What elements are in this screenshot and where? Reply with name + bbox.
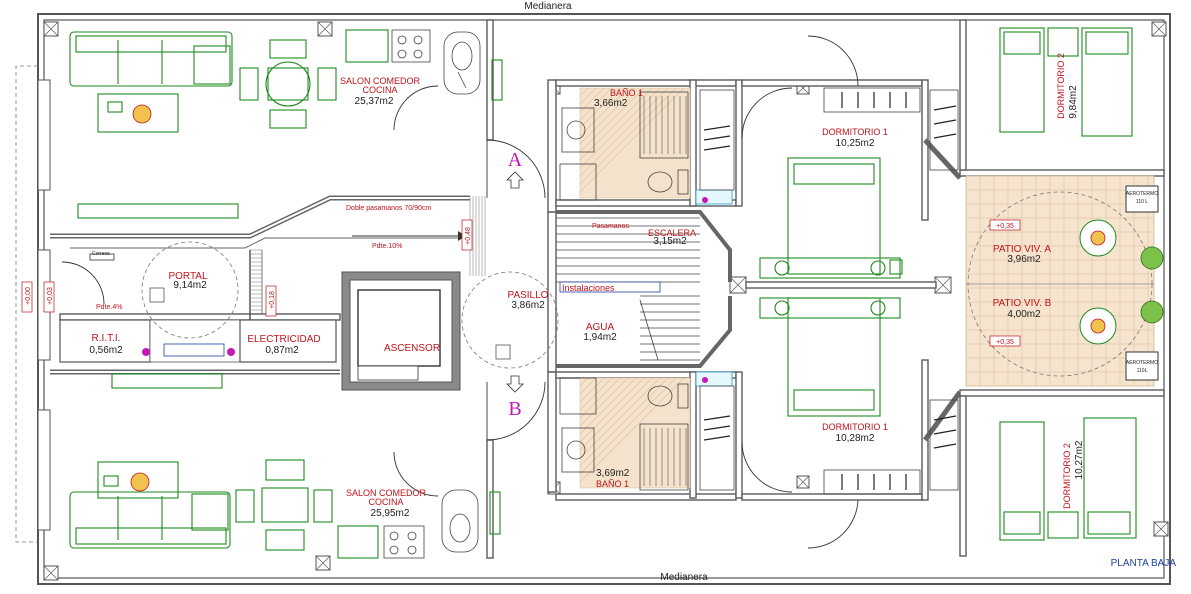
escalera-area: 3,15m2	[653, 236, 687, 247]
wardrobes	[699, 87, 959, 495]
dorm2-beds	[999, 27, 1137, 541]
bottom-border-label: Medianera	[660, 572, 708, 583]
dorm2-a-name: DORMITORIO 2	[1056, 53, 1066, 119]
dorm1-b-name: DORMITORIO 1	[822, 422, 888, 432]
salon-a-area: 25,37m2	[355, 96, 394, 107]
dorm2-b-name: DORMITORIO 2	[1062, 443, 1072, 509]
portal-name: PORTAL	[168, 271, 208, 282]
bano-a-name: BAÑO 1	[610, 88, 643, 98]
bano-b-area: 3,69m2	[596, 468, 630, 479]
riti-name: R.I.T.I.	[92, 333, 121, 344]
level-street: +0,00	[25, 287, 32, 305]
dorm2-a-area: 9,84m2	[1068, 85, 1079, 119]
dorm1-b-area: 10,28m2	[836, 433, 875, 444]
dorm1-a-name: DORMITORIO 1	[822, 127, 888, 137]
ramp-slope-note: Pdte.10%	[372, 243, 402, 250]
agua-name: AGUA	[586, 322, 615, 333]
dorm2-b-area: 10,27m2	[1074, 440, 1085, 479]
electricidad-name: ELECTRICIDAD	[247, 334, 320, 345]
pasillo-area: 3,86m2	[511, 300, 545, 311]
aerotermo-b-line2: 110L	[1137, 368, 1148, 374]
entrance-markers	[506, 171, 524, 393]
labels: Medianera Medianera PLANTA BAJA A B SALO…	[21, 1, 1177, 583]
stair-handrail-note: Pasamanos	[592, 223, 629, 230]
bano-a-area: 3,66m2	[594, 98, 628, 109]
patio-a-name: PATIO VIV. A	[993, 244, 1052, 255]
level-portal-inner: +0,03	[47, 287, 54, 305]
portal-fixtures	[77, 196, 559, 389]
patio-b-name: PATIO VIV. B	[993, 298, 1052, 309]
level-patio-a: +0,35	[996, 223, 1014, 230]
plan-title: PLANTA BAJA	[1111, 558, 1177, 569]
instalaciones-note: Instalaciones	[562, 283, 615, 293]
aerotermo-a-line1: AEROTERMO	[1126, 191, 1158, 197]
escalera-name: ESCALERA	[648, 228, 696, 238]
salon-a-name-line2: COCINA	[362, 85, 397, 95]
entrance-b-label: B	[508, 398, 521, 420]
riti-area: 0,56m2	[89, 345, 123, 356]
aerotermo-b-line1: AEROTERMO	[1126, 360, 1158, 366]
ascensor-name: ASCENSOR	[384, 343, 440, 354]
pasillo-name: PASILLO	[508, 290, 549, 301]
doors	[61, 35, 859, 549]
level-patio-b: +0,35	[996, 339, 1014, 346]
patio-furniture	[1079, 185, 1164, 381]
staircase	[556, 217, 700, 361]
salon-a-name-line1: SALON COMEDOR	[340, 76, 421, 86]
correos-note: Correos	[92, 251, 110, 257]
interior-walls	[50, 19, 1165, 559]
structural-columns	[43, 21, 1169, 581]
salon-b-name-line1: SALON COMEDOR	[346, 488, 427, 498]
portal-area: 9,14m2	[173, 280, 207, 291]
dorm1-beds	[759, 157, 903, 417]
dorm1-a-area: 10,25m2	[836, 138, 875, 149]
aerotermo-a-line2: 110 L	[1136, 199, 1148, 205]
bano-b-name: BAÑO 1	[596, 479, 629, 489]
entrance-a-label: A	[508, 149, 523, 171]
salon-b-name-line2: COCINA	[368, 497, 403, 507]
salon-b-area: 25,95m2	[371, 508, 410, 519]
level-ramp-top: +0,48	[465, 227, 472, 245]
salon-b-furniture	[69, 459, 501, 559]
level-ramp-bottom: +0,18	[269, 291, 276, 309]
patio-floor	[965, 175, 1155, 387]
salon-a-furniture	[69, 29, 503, 133]
electricidad-area: 0,87m2	[265, 345, 299, 356]
portal-slope-note: Pdte.4%	[96, 304, 122, 311]
agua-area: 1,94m2	[583, 332, 617, 343]
bathroom-fixtures	[559, 91, 733, 491]
top-border-label: Medianera	[524, 1, 572, 12]
patio-b-area: 4,00m2	[1007, 309, 1041, 320]
pasamanos-note: Doble pasamanos 70/90cm	[346, 205, 431, 212]
patio-a-area: 3,96m2	[1007, 254, 1041, 265]
